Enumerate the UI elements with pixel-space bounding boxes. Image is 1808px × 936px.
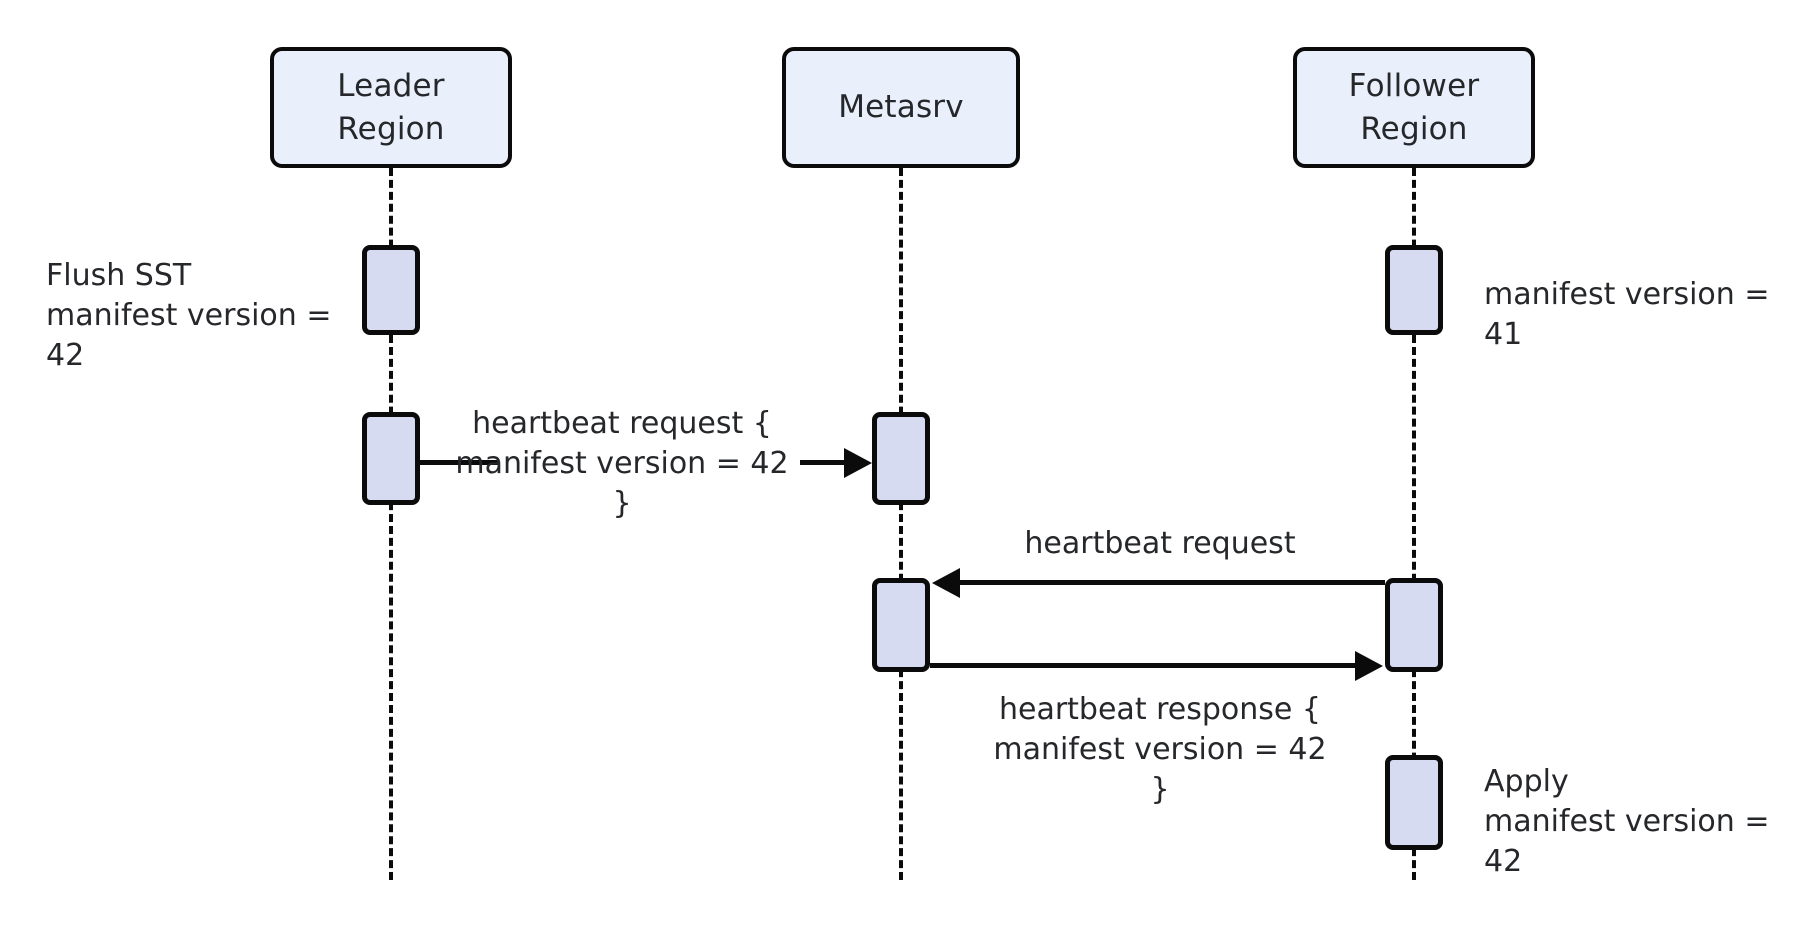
lifeline-follower [1412, 168, 1416, 880]
message-line-heartbeat-request-follower [960, 580, 1385, 585]
note-flush-sst: Flush SST manifest version = 42 [46, 258, 332, 373]
participant-leader-region[interactable]: Leader Region [270, 47, 512, 168]
lifeline-metasrv [899, 168, 903, 880]
message-label-heartbeat-response: heartbeat response { manifest version = … [993, 692, 1327, 807]
lifeline-leader [389, 168, 393, 880]
participant-metasrv[interactable]: Metasrv [782, 47, 1020, 168]
arrowhead-right-icon [1355, 651, 1383, 681]
message-line-heartbeat-request-leader-tail [800, 460, 844, 465]
participant-label: Leader Region [337, 68, 445, 147]
message-label-heartbeat-request-follower: heartbeat request [1024, 526, 1296, 561]
message-label-heartbeat-request-leader: heartbeat request { manifest version = 4… [455, 406, 789, 521]
activation-metasrv-follower-exchange [872, 578, 930, 672]
note-follower-manifest-version: manifest version = 41 [1484, 277, 1770, 352]
activation-metasrv-receive-leader [872, 412, 930, 505]
participant-label: Metasrv [838, 89, 964, 126]
activation-leader-flush [362, 245, 420, 335]
activation-leader-heartbeat [362, 412, 420, 505]
activation-follower-heartbeat [1385, 578, 1443, 672]
participant-follower-region[interactable]: Follower Region [1293, 47, 1535, 168]
activation-follower-apply [1385, 755, 1443, 850]
arrowhead-left-icon [932, 568, 960, 598]
message-line-heartbeat-request-leader [420, 460, 498, 465]
activation-follower-initial [1385, 245, 1443, 335]
note-apply-manifest-version: Apply manifest version = 42 [1484, 764, 1770, 879]
message-line-heartbeat-response [930, 663, 1355, 668]
arrowhead-right-icon [844, 448, 872, 478]
participant-label: Follower Region [1348, 68, 1480, 147]
